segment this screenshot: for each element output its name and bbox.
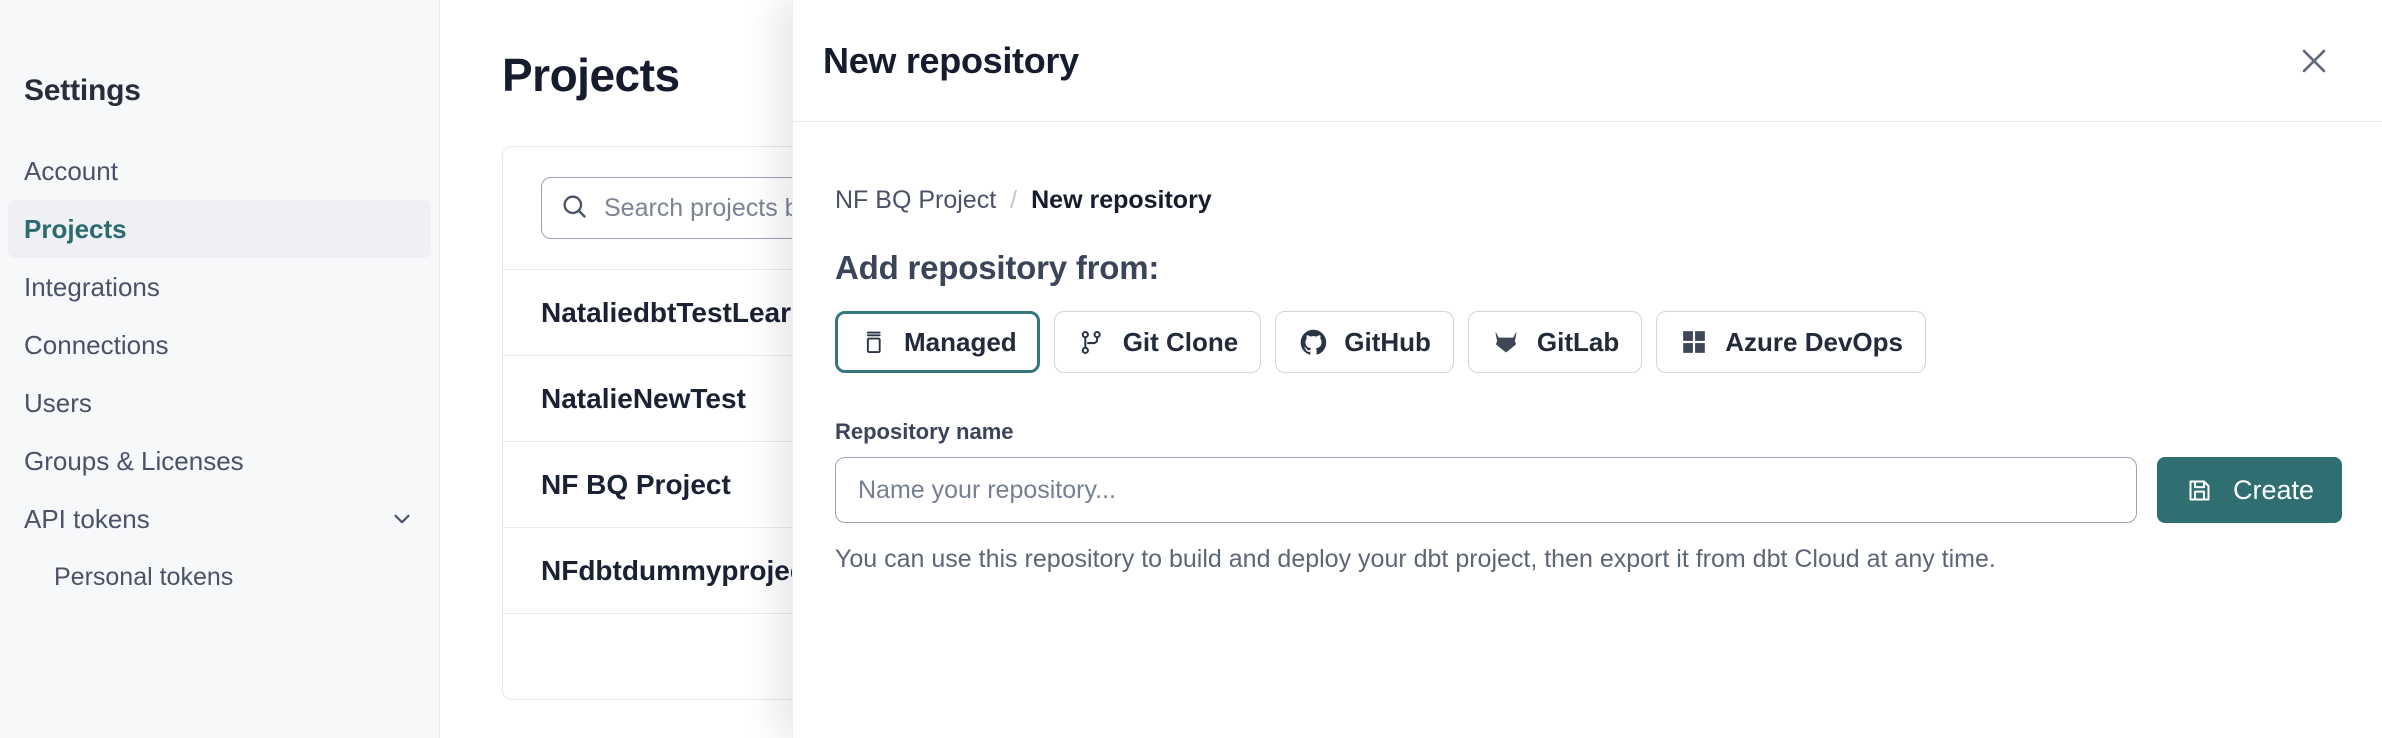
breadcrumb-parent-link[interactable]: NF BQ Project xyxy=(835,186,997,214)
source-button-label: Git Clone xyxy=(1122,326,1239,357)
github-icon xyxy=(1298,327,1328,357)
create-button-label: Create xyxy=(2232,474,2314,505)
sidebar-item-api-tokens[interactable]: API tokens xyxy=(8,490,431,548)
sidebar-item-connections[interactable]: Connections xyxy=(8,316,431,374)
sidebar-item-projects[interactable]: Projects xyxy=(8,200,431,258)
sidebar-item-label: Users xyxy=(24,387,92,418)
sidebar-item-label: Connections xyxy=(24,329,169,360)
source-button-managed[interactable]: Managed xyxy=(835,311,1040,373)
sidebar-item-account[interactable]: Account xyxy=(8,142,431,200)
panel-title: New repository xyxy=(823,39,1079,81)
source-button-azure-devops[interactable]: Azure DevOps xyxy=(1656,311,1926,373)
sidebar-item-personal-tokens[interactable]: Personal tokens xyxy=(8,548,431,606)
sidebar-item-label: Integrations xyxy=(24,271,160,302)
breadcrumb-current: New repository xyxy=(1031,186,1212,214)
breadcrumb: NF BQ Project / New repository xyxy=(835,186,2342,215)
close-icon[interactable] xyxy=(2292,39,2336,83)
search-icon xyxy=(560,192,588,225)
source-button-gitlab[interactable]: GitLab xyxy=(1467,311,1643,373)
source-button-label: GitHub xyxy=(1344,326,1431,357)
sidebar-item-groups-licenses[interactable]: Groups & Licenses xyxy=(8,432,431,490)
add-repository-from-heading: Add repository from: xyxy=(835,249,1160,286)
settings-sidebar: Settings Account Projects Integrations C… xyxy=(0,0,440,738)
source-button-label: Azure DevOps xyxy=(1725,326,1903,357)
save-icon xyxy=(2185,475,2215,505)
source-button-git-clone[interactable]: Git Clone xyxy=(1053,311,1262,373)
source-button-label: GitLab xyxy=(1536,326,1620,357)
sidebar-item-label: Groups & Licenses xyxy=(24,445,244,476)
repository-helper-text: You can use this repository to build and… xyxy=(835,545,1996,573)
repository-name-label: Repository name xyxy=(835,419,1014,444)
database-stack-icon xyxy=(858,327,888,357)
sidebar-item-users[interactable]: Users xyxy=(8,374,431,432)
azure-devops-icon xyxy=(1679,327,1709,357)
sidebar-item-label: API tokens xyxy=(24,503,150,534)
sidebar-item-label: Projects xyxy=(24,213,127,244)
panel-header: New repository xyxy=(793,0,2382,122)
panel-body: NF BQ Project / New repository Add repos… xyxy=(793,186,2382,574)
sidebar-item-label: Account xyxy=(24,155,118,186)
sidebar-item-label: Personal tokens xyxy=(54,562,234,591)
breadcrumb-separator: / xyxy=(1010,186,1018,214)
git-branch-icon xyxy=(1077,327,1107,357)
repository-source-tabs: Managed Git Clone xyxy=(835,311,2342,373)
sidebar-title: Settings xyxy=(24,74,141,107)
sidebar-item-integrations[interactable]: Integrations xyxy=(8,258,431,316)
chevron-down-icon xyxy=(389,506,415,532)
new-repository-panel: New repository NF BQ Project / New repos… xyxy=(792,0,2382,738)
create-button[interactable]: Create xyxy=(2156,457,2342,523)
page-title: Projects xyxy=(502,49,680,101)
repository-name-input[interactable] xyxy=(835,457,2137,523)
source-button-github[interactable]: GitHub xyxy=(1275,311,1454,373)
repository-name-row: Create xyxy=(835,457,2342,523)
source-button-label: Managed xyxy=(904,326,1017,357)
gitlab-icon xyxy=(1491,327,1521,357)
